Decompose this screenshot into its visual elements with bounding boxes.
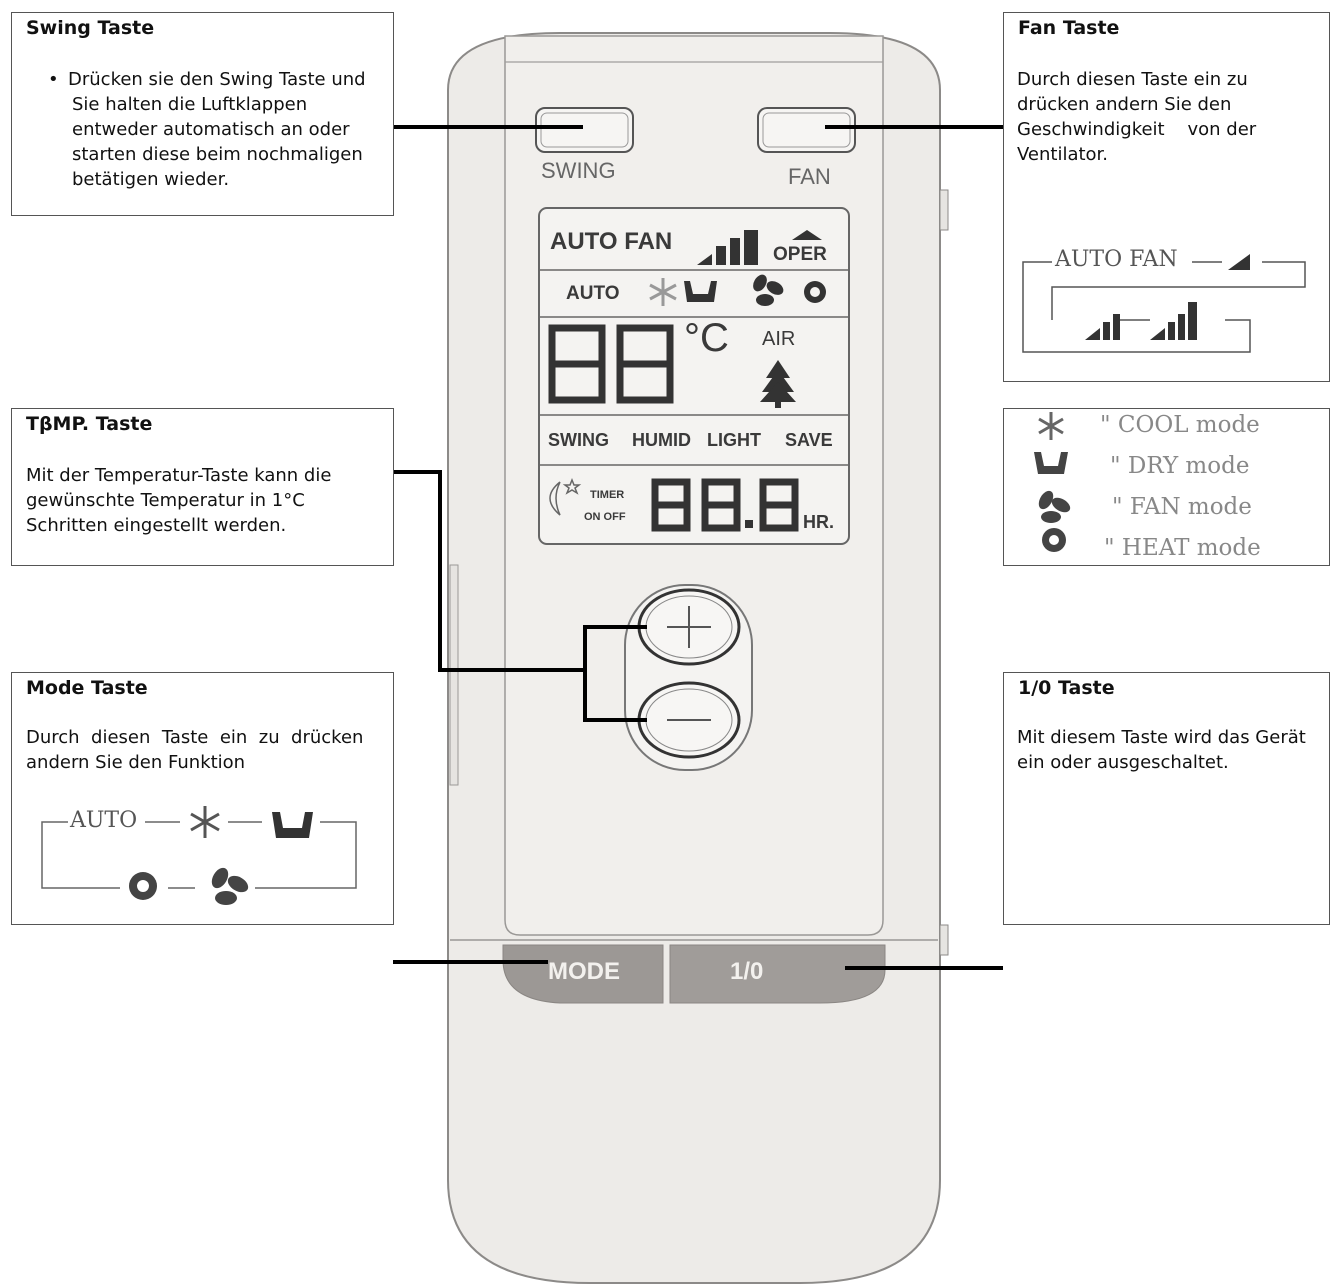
mode-button-shape <box>502 944 664 1004</box>
mode-line-2: andern Sie den Funktion <box>26 752 246 773</box>
fan-line-4: Ventilator. <box>1017 144 1109 165</box>
swing-line-2: Sie halten die Luftklappen <box>72 94 308 115</box>
lcd-oper: OPER <box>773 244 827 265</box>
lcd-sun-icon <box>804 281 826 303</box>
swing-bullet: • <box>48 69 59 90</box>
lcd-light: LIGHT <box>707 430 761 450</box>
sleep-moon-icon <box>549 477 582 516</box>
lcd-on-off: ON OFF <box>584 511 626 523</box>
power-title: 1/0 Taste <box>1018 677 1115 699</box>
lcd-save: SAVE <box>785 430 833 450</box>
time-seven-segment <box>651 478 799 532</box>
mode-button[interactable]: MODE <box>548 958 620 985</box>
power-line-2: ein oder ausgeschaltet. <box>1017 752 1229 773</box>
legend-dry-icon <box>1034 452 1068 474</box>
swing-line-5: betätigen wieder. <box>72 169 230 190</box>
fan-cycle-auto-fan: AUTO FAN <box>1055 247 1178 272</box>
swing-callout: Swing Taste • Drücken sie den Swing Tast… <box>11 12 394 216</box>
lcd-timer: TIMER <box>590 489 625 501</box>
swing-label: SWING <box>541 158 616 183</box>
lcd-snowflake-icon <box>649 278 677 306</box>
lcd-swing: SWING <box>548 430 609 450</box>
lcd-hr: HR. <box>803 512 834 532</box>
lcd-fan-icon <box>753 274 784 306</box>
tree-icon <box>760 360 796 408</box>
legend-fan-icon <box>1038 490 1071 523</box>
fan-callout: Fan Taste Durch diesen Taste ein zu drüc… <box>1003 12 1330 382</box>
lcd-auto-fan: AUTO FAN <box>550 228 673 255</box>
mode-line-1: Durch diesen Taste ein zu drücken <box>26 727 364 748</box>
lcd-auto: AUTO <box>566 283 620 304</box>
fan-line-1: Durch diesen Taste ein zu <box>1017 69 1248 90</box>
mode-cycle-diagram <box>41 821 357 889</box>
temp-line-3: Schritten eingestellt werden. <box>26 515 287 536</box>
fan-cycle-diagram <box>1022 261 1306 353</box>
fan-line-2: drücken andern Sie den <box>1017 94 1232 115</box>
swing-line-1: Drücken sie den Swing Taste und <box>68 69 366 90</box>
power-line-1: Mit diesem Taste wird das Gerät <box>1017 727 1306 748</box>
legend-fan-label: " FAN mode <box>1112 494 1252 520</box>
lcd-dry-icon <box>684 281 717 302</box>
temp-seven-segment <box>548 324 674 404</box>
fan-line-3: Geschwindigkeit von der <box>1017 119 1257 140</box>
modes-legend <box>1003 408 1330 566</box>
mode-cycle-sun-icon <box>129 872 157 900</box>
signal-bars-icon <box>697 230 758 265</box>
temp-callout: TβMP. Taste Mit der Temperatur-Taste kan… <box>11 408 394 566</box>
fan-button-shape <box>757 107 856 153</box>
lcd-humid: HUMID <box>632 430 691 450</box>
temp-line-2: gewünschte Temperatur in 1°C <box>26 490 305 511</box>
legend-sun-icon <box>1042 528 1066 552</box>
legend-cool-label: " COOL mode <box>1100 412 1260 438</box>
lcd-celsius: °C <box>684 316 729 360</box>
swing-line-3: entweder automatisch an oder <box>72 119 350 140</box>
swing-title: Swing Taste <box>26 17 155 39</box>
power-button-shape <box>669 944 886 1004</box>
swing-line-4: starten diese beim nochmaligen <box>72 144 363 165</box>
oper-triangle-icon <box>792 230 822 240</box>
fan-label: FAN <box>788 164 831 189</box>
mode-cycle-fan-icon <box>211 867 249 905</box>
mode-title: Mode Taste <box>26 677 148 699</box>
fan-title: Fan Taste <box>1018 17 1120 39</box>
legend-snowflake-icon <box>1038 412 1064 440</box>
legend-dry-label: " DRY mode <box>1110 453 1250 479</box>
power-button[interactable]: 1/0 <box>730 958 764 985</box>
temp-title: TβMP. Taste <box>26 413 153 435</box>
mode-cycle-dry-icon <box>272 812 313 838</box>
callout-lines <box>393 125 1003 970</box>
mode-cycle-snowflake-icon <box>190 806 220 838</box>
mode-callout: Mode Taste Durch diesen Taste ein zu drü… <box>11 672 394 925</box>
lcd-air: AIR <box>762 328 796 350</box>
power-callout: 1/0 Taste Mit diesem Taste wird das Gerä… <box>1003 672 1330 925</box>
swing-button-shape <box>535 107 634 153</box>
temp-line-1: Mit der Temperatur-Taste kann die <box>26 465 332 486</box>
legend-heat-label: " HEAT mode <box>1104 535 1261 561</box>
mode-cycle-auto: AUTO <box>70 808 138 833</box>
